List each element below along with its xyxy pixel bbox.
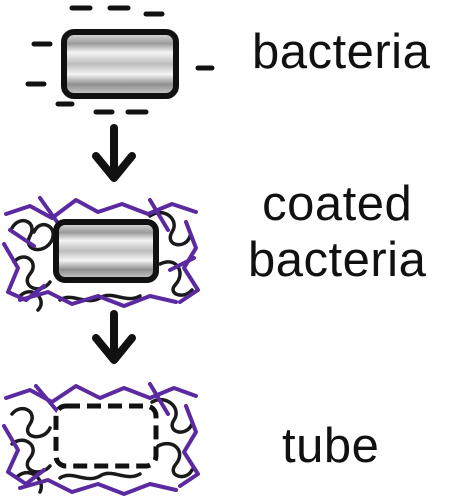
down-arrow-icon <box>92 310 136 364</box>
bacteria-capsule-icon <box>61 29 179 99</box>
down-arrow-icon <box>92 124 136 182</box>
polymer-coating-purple <box>2 196 200 308</box>
coated-label-line2: bacteria <box>248 233 427 287</box>
coated-bacteria-stage <box>2 196 200 312</box>
tube-dashed-capsule-icon <box>53 403 159 469</box>
tube-stage <box>2 382 200 496</box>
coated-label-line1: coated <box>262 177 413 231</box>
polymer-tube-purple <box>2 382 200 496</box>
tube-label: tube <box>282 419 380 473</box>
coated-bacteria-label: coated bacteria <box>248 176 426 288</box>
coated-bacteria-capsule-icon <box>53 219 159 283</box>
bacteria-stage <box>25 5 215 115</box>
bacteria-label: bacteria <box>252 25 431 79</box>
